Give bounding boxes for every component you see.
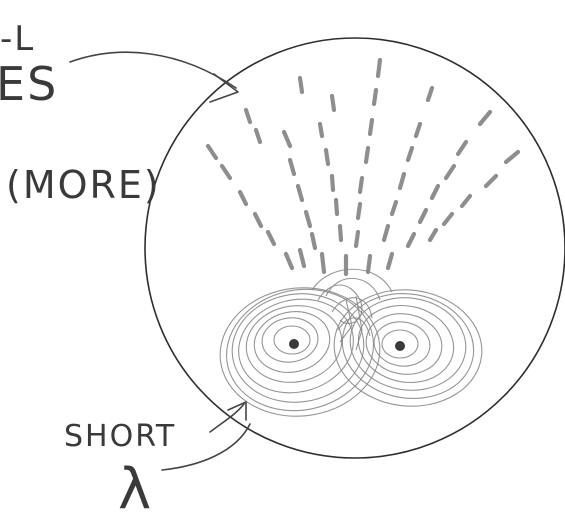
field-dash bbox=[408, 148, 412, 160]
label-fragment-top: -L bbox=[0, 19, 35, 59]
field-dash bbox=[222, 166, 230, 178]
label-more: (MORE) bbox=[6, 163, 161, 207]
field-dash bbox=[444, 214, 452, 224]
field-dash bbox=[360, 178, 362, 192]
field-dash bbox=[486, 176, 496, 186]
field-dash bbox=[306, 212, 310, 226]
field-dash bbox=[312, 234, 315, 248]
field-dash bbox=[284, 132, 290, 146]
field-dash bbox=[446, 166, 454, 178]
field-dash bbox=[416, 124, 420, 136]
field-dash bbox=[368, 256, 370, 272]
field-dash bbox=[408, 234, 414, 246]
field-dash bbox=[366, 148, 368, 162]
field-dash bbox=[300, 78, 302, 92]
field-dash bbox=[300, 250, 304, 266]
field-dash bbox=[378, 60, 380, 76]
left-vortex-core bbox=[289, 339, 299, 349]
arrow-short bbox=[210, 404, 244, 432]
field-dash bbox=[400, 174, 404, 188]
field-dash bbox=[256, 130, 260, 142]
right-vortex bbox=[328, 283, 487, 414]
field-dash bbox=[298, 186, 302, 200]
field-dash bbox=[458, 142, 466, 154]
field-dash bbox=[392, 202, 396, 214]
field-dash bbox=[340, 226, 341, 240]
field-dash bbox=[428, 88, 432, 100]
field-dash bbox=[374, 90, 376, 104]
field-dash bbox=[336, 200, 337, 214]
arrowhead-top bbox=[210, 74, 238, 102]
field-dash bbox=[430, 230, 436, 240]
field-dash bbox=[420, 210, 426, 222]
field-dash bbox=[290, 160, 294, 174]
field-dash bbox=[388, 254, 392, 268]
arrow-top bbox=[70, 52, 236, 88]
field-dash bbox=[332, 96, 334, 110]
field-dash bbox=[506, 152, 518, 162]
field-dash bbox=[240, 192, 246, 204]
field-dash bbox=[268, 232, 274, 244]
left-vortex bbox=[214, 276, 387, 424]
field-dash bbox=[358, 204, 360, 218]
label-fragment-second: ES bbox=[0, 57, 58, 111]
field-dash bbox=[432, 186, 438, 198]
field-dash bbox=[462, 196, 470, 206]
field-dash bbox=[332, 176, 333, 190]
field-dash bbox=[384, 226, 388, 240]
right-vortex-core bbox=[395, 341, 405, 351]
field-dash bbox=[208, 146, 216, 158]
field-dash bbox=[255, 214, 261, 226]
label-lambda: λ bbox=[118, 457, 153, 518]
field-circle bbox=[145, 38, 565, 458]
label-short: SHORT bbox=[64, 419, 176, 454]
field-dash bbox=[246, 110, 250, 122]
field-dash bbox=[326, 150, 328, 164]
field-dash bbox=[356, 232, 358, 246]
field-dash bbox=[480, 112, 490, 124]
field-dash bbox=[286, 254, 292, 268]
far-field-lines bbox=[208, 60, 518, 274]
field-dash bbox=[370, 120, 372, 134]
field-dash bbox=[320, 124, 322, 136]
field-dash bbox=[322, 254, 324, 272]
